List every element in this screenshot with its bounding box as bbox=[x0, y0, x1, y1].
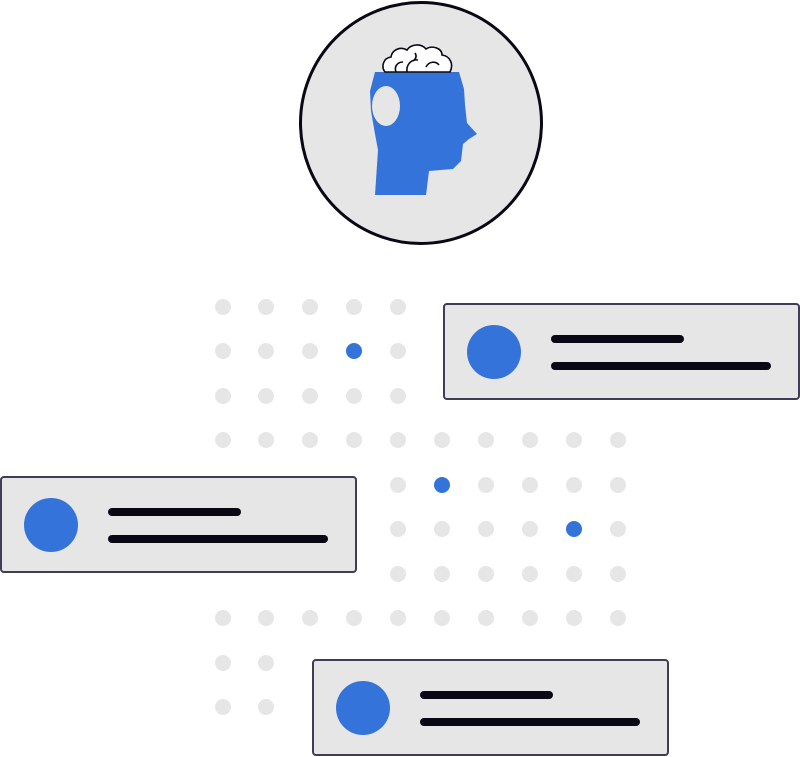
grid-dot-highlighted bbox=[434, 477, 450, 493]
card-top-right bbox=[443, 303, 800, 400]
grid-dot bbox=[346, 610, 362, 626]
grid-dot bbox=[258, 343, 274, 359]
grid-dot bbox=[258, 432, 274, 448]
grid-dot bbox=[215, 388, 231, 404]
grid-dot-highlighted bbox=[346, 343, 362, 359]
grid-dot bbox=[434, 610, 450, 626]
grid-dot bbox=[566, 610, 582, 626]
text-line-long bbox=[420, 718, 640, 726]
grid-dot bbox=[215, 655, 231, 671]
grid-dot bbox=[302, 343, 318, 359]
grid-dot bbox=[302, 388, 318, 404]
grid-dot bbox=[302, 610, 318, 626]
grid-dot bbox=[346, 432, 362, 448]
grid-dot bbox=[258, 610, 274, 626]
text-line-long bbox=[551, 362, 771, 370]
grid-dot-highlighted bbox=[566, 521, 582, 537]
grid-dot bbox=[215, 610, 231, 626]
card-middle-left bbox=[0, 476, 357, 573]
card-bottom bbox=[312, 659, 669, 756]
grid-dot bbox=[478, 477, 494, 493]
grid-dot bbox=[434, 521, 450, 537]
grid-dot bbox=[522, 521, 538, 537]
grid-dot bbox=[302, 432, 318, 448]
grid-dot bbox=[610, 521, 626, 537]
avatar-icon bbox=[467, 325, 521, 379]
grid-dot bbox=[478, 521, 494, 537]
grid-dot bbox=[258, 699, 274, 715]
grid-dot bbox=[522, 610, 538, 626]
grid-dot bbox=[478, 432, 494, 448]
avatar-icon bbox=[24, 498, 78, 552]
grid-dot bbox=[522, 432, 538, 448]
grid-dot bbox=[390, 477, 406, 493]
head-highlight bbox=[372, 86, 400, 126]
grid-dot bbox=[566, 432, 582, 448]
brain-icon bbox=[382, 44, 453, 73]
grid-dot bbox=[215, 343, 231, 359]
grid-dot bbox=[258, 655, 274, 671]
grid-dot bbox=[434, 566, 450, 582]
grid-dot bbox=[258, 388, 274, 404]
text-line-short bbox=[108, 508, 241, 516]
grid-dot bbox=[390, 432, 406, 448]
grid-dot bbox=[390, 521, 406, 537]
text-line-long bbox=[108, 535, 328, 543]
grid-dot bbox=[478, 610, 494, 626]
grid-dot bbox=[610, 610, 626, 626]
grid-dot bbox=[302, 299, 318, 315]
grid-dot bbox=[566, 477, 582, 493]
avatar-icon bbox=[336, 681, 390, 735]
grid-dot bbox=[346, 299, 362, 315]
grid-dot bbox=[610, 432, 626, 448]
grid-dot bbox=[390, 299, 406, 315]
grid-dot bbox=[215, 299, 231, 315]
grid-dot bbox=[434, 432, 450, 448]
grid-dot bbox=[258, 299, 274, 315]
grid-dot bbox=[522, 477, 538, 493]
brain-head-icon bbox=[299, 1, 543, 245]
grid-dot bbox=[390, 566, 406, 582]
grid-dot bbox=[566, 566, 582, 582]
grid-dot bbox=[610, 477, 626, 493]
text-line-short bbox=[551, 335, 684, 343]
grid-dot bbox=[478, 566, 494, 582]
grid-dot bbox=[390, 388, 406, 404]
grid-dot bbox=[346, 388, 362, 404]
grid-dot bbox=[215, 699, 231, 715]
grid-dot bbox=[390, 343, 406, 359]
grid-dot bbox=[215, 432, 231, 448]
grid-dot bbox=[522, 566, 538, 582]
grid-dot bbox=[610, 566, 626, 582]
text-line-short bbox=[420, 691, 553, 699]
grid-dot bbox=[390, 610, 406, 626]
